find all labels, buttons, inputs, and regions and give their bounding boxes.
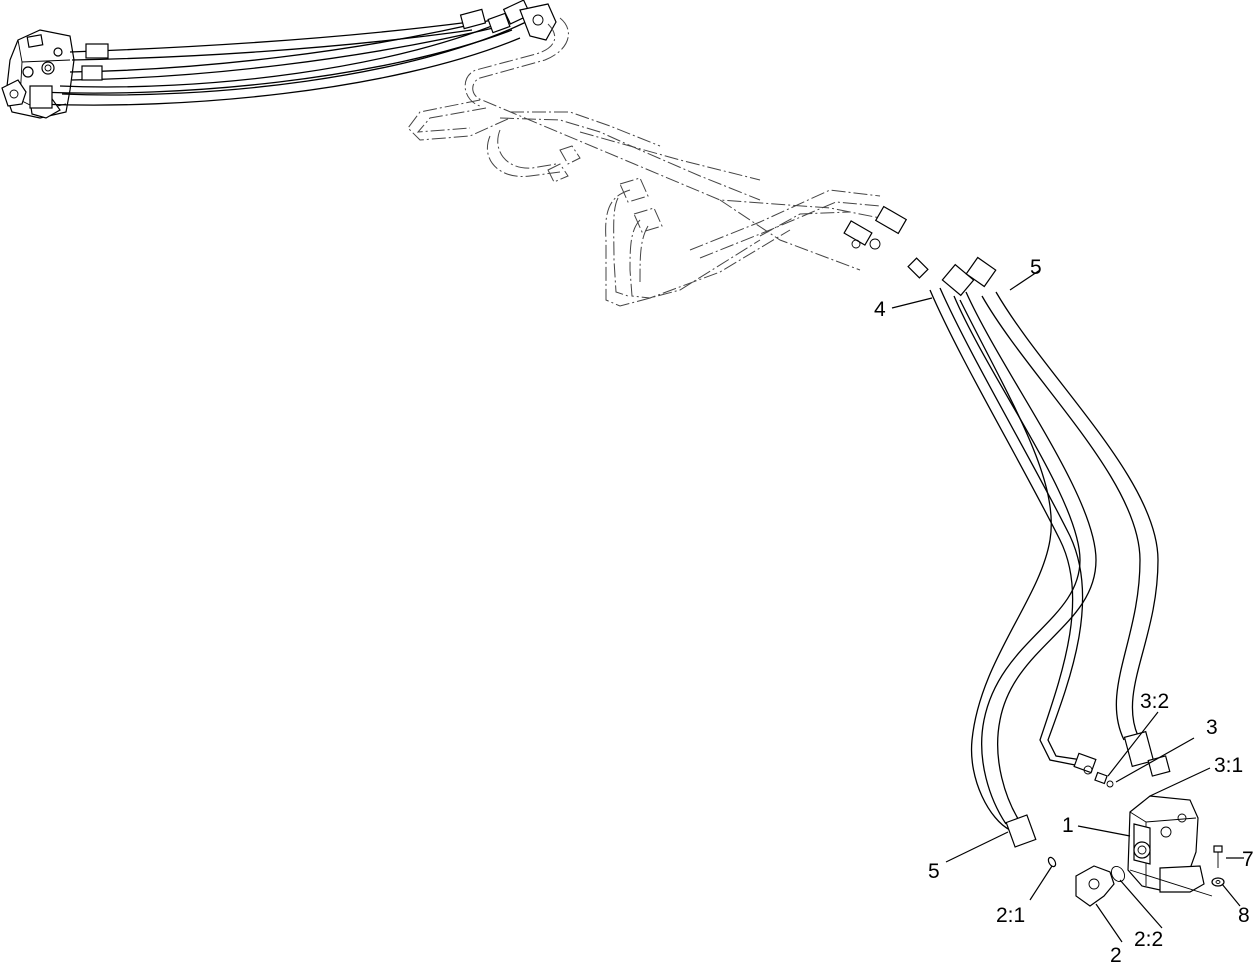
hydraulic-motor xyxy=(1127,795,1213,897)
elbow-fitting xyxy=(1047,856,1126,907)
callout-4: 4 xyxy=(874,298,886,321)
callout-labels: 5 4 3:2 3 3:1 1 5 7 8 2:1 2:2 2 xyxy=(874,256,1254,967)
callout-2: 2 xyxy=(1110,944,1122,967)
bolt-and-washer xyxy=(1211,845,1225,887)
upper-manifold-fittings xyxy=(459,0,557,41)
callout-3-1: 3:1 xyxy=(1214,754,1243,777)
callout-2-1: 2:1 xyxy=(996,904,1025,927)
leader-lines xyxy=(891,269,1244,943)
callout-5-bottom: 5 xyxy=(928,860,940,883)
phantom-tube-routing xyxy=(407,17,901,307)
callout-8: 8 xyxy=(1238,904,1250,927)
callout-3-2: 3:2 xyxy=(1140,690,1169,713)
callout-5-top: 5 xyxy=(1030,256,1042,279)
lower-hose-fittings xyxy=(1005,730,1171,848)
upper-hose-bundle xyxy=(29,13,527,109)
long-hoses xyxy=(929,287,1159,831)
callout-3: 3 xyxy=(1206,716,1218,739)
callout-1: 1 xyxy=(1062,814,1074,837)
callout-2-2: 2:2 xyxy=(1134,928,1163,951)
middle-fittings xyxy=(843,205,997,297)
callout-7: 7 xyxy=(1242,848,1254,871)
